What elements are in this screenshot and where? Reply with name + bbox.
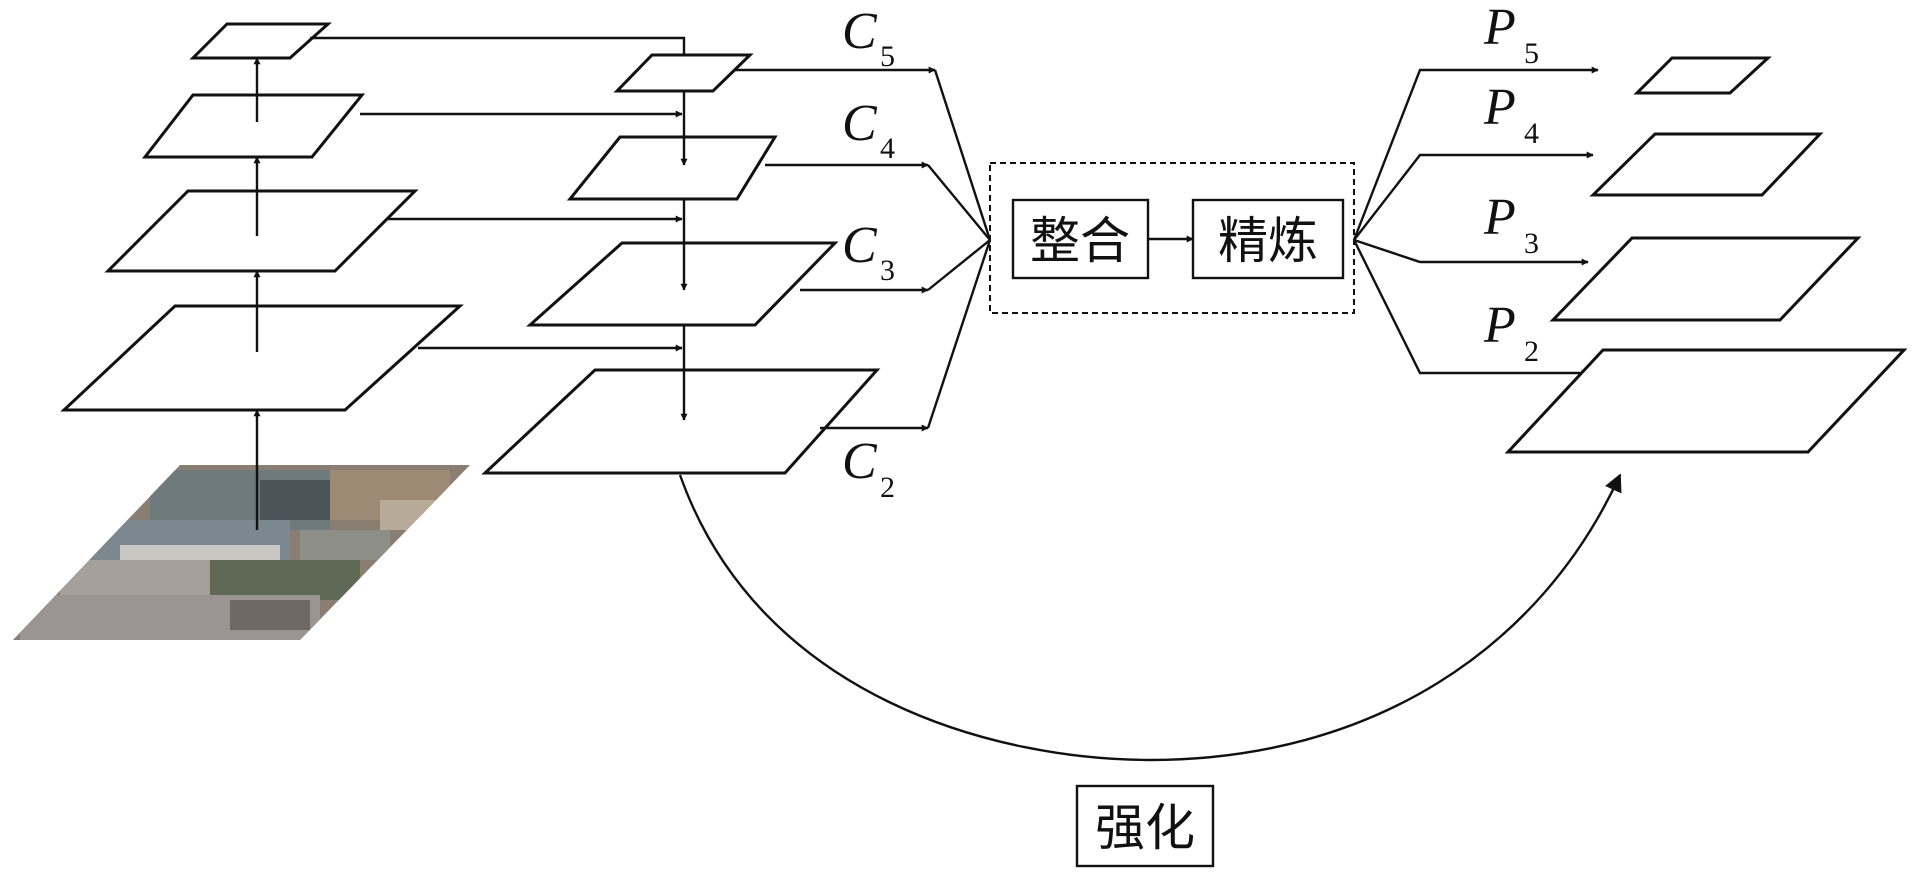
p4-label-base: P <box>1483 79 1516 136</box>
p5-label: P 5 <box>1483 0 1539 70</box>
enhance-curve-arrow <box>678 473 1622 762</box>
integrate-box <box>1011 198 1150 280</box>
p4-plane <box>1589 132 1824 197</box>
integrate-label: 整合 <box>1030 212 1130 270</box>
enhance-label: 强化 <box>1095 799 1195 857</box>
c2-plane <box>481 368 881 475</box>
p4-out-arrow <box>1353 151 1594 241</box>
p5-plane <box>1633 56 1772 95</box>
p5-out-arrow <box>1352 66 1599 241</box>
c4-label-base: C <box>842 95 878 152</box>
c5-converge-line <box>933 69 992 241</box>
enhance-box-frame <box>1075 784 1215 868</box>
c-outputs <box>735 66 992 432</box>
c3-converge-line <box>927 239 991 291</box>
backbone-pyramid <box>60 22 464 530</box>
p2-label-sub: 2 <box>1524 335 1539 368</box>
p2-label: P 2 <box>1483 297 1539 368</box>
p3-label-base: P <box>1483 189 1516 246</box>
lateral-arrow-top <box>310 36 688 69</box>
p2-label-base: P <box>1483 297 1516 354</box>
c5-label-base: C <box>842 3 878 60</box>
backbone-level-1 <box>60 304 464 412</box>
c4-label: C 4 <box>842 95 895 165</box>
c4-label-sub: 4 <box>880 132 895 165</box>
c2-converge-line <box>926 239 992 429</box>
backbone-level-2 <box>104 189 419 273</box>
c4-converge-line <box>927 164 991 241</box>
topdown-pyramid <box>481 53 881 475</box>
p2-out-arrow <box>1352 239 1589 377</box>
output-pyramid <box>1504 56 1908 454</box>
enhance-box: 强化 <box>1075 784 1215 868</box>
fusion-dashed-frame <box>989 162 1355 314</box>
c2-label-sub: 2 <box>880 471 895 504</box>
c5-plane <box>613 53 754 93</box>
p5-label-sub: 5 <box>1524 37 1539 70</box>
c3-plane <box>526 241 839 327</box>
input-aerial-image <box>13 465 470 640</box>
c3-label-base: C <box>842 217 878 274</box>
p3-out-arrow <box>1353 238 1589 266</box>
c5-label: C 5 <box>842 3 895 73</box>
c5-label-sub: 5 <box>880 40 895 73</box>
fusion-block: 整合 精炼 <box>989 162 1355 314</box>
c3-label-sub: 3 <box>880 254 895 287</box>
p4-label: P 4 <box>1483 79 1539 150</box>
p3-label: P 3 <box>1483 189 1539 260</box>
p4-label-sub: 4 <box>1524 117 1539 150</box>
c3-label: C 3 <box>842 217 895 287</box>
p5-label-base: P <box>1483 0 1516 56</box>
c2-label-base: C <box>842 433 878 490</box>
backbone-level-4 <box>189 22 332 60</box>
c4-plane <box>566 135 778 201</box>
refine-label: 精炼 <box>1218 212 1318 270</box>
p-outputs <box>1352 66 1599 377</box>
p2-plane <box>1504 348 1908 454</box>
p3-label-sub: 3 <box>1524 227 1539 260</box>
c2-label: C 2 <box>842 433 895 504</box>
p3-plane <box>1549 236 1862 322</box>
refine-box <box>1191 198 1345 280</box>
backbone-level-3 <box>141 93 366 159</box>
